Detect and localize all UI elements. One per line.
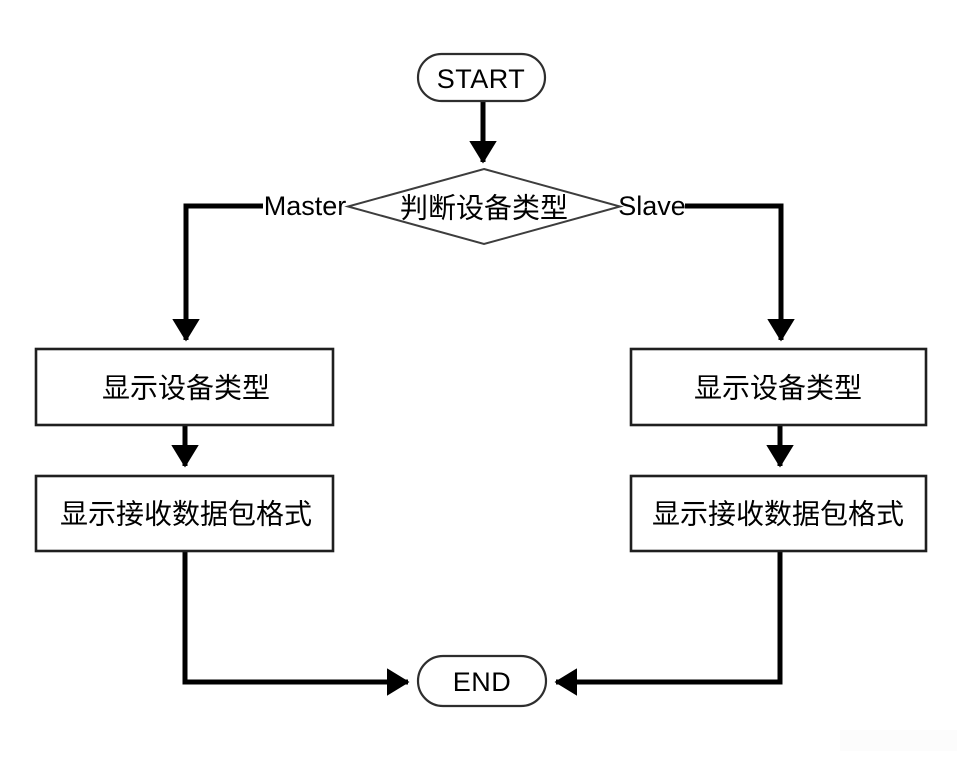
- node-right-step1: 显示设备类型: [629, 347, 928, 427]
- end-label: END: [453, 667, 512, 697]
- edge-left-step2-to-end: [182, 551, 410, 696]
- right-step2-label: 显示接收数据包格式: [652, 499, 904, 530]
- right-step2-box: [629, 474, 928, 553]
- node-end: END: [416, 654, 548, 708]
- branch-label-master: Master: [264, 191, 347, 221]
- left-step1-box: [34, 347, 335, 427]
- right-step1-box: [629, 347, 928, 427]
- left-step1-label: 显示设备类型: [102, 373, 270, 404]
- faint-watermark-area: [840, 730, 957, 751]
- decision-diamond-shape: [344, 167, 624, 246]
- edge-right-step2-to-end: [554, 551, 783, 696]
- start-label: START: [437, 64, 526, 94]
- left-step2-box: [34, 474, 335, 553]
- edge-decision-to-right-step1: [685, 203, 795, 342]
- node-left-step2: 显示接收数据包格式: [34, 474, 335, 553]
- node-start: START: [416, 52, 547, 103]
- node-decision: 判断设备类型: [344, 167, 624, 246]
- start-terminator-shape: [416, 52, 547, 103]
- node-right-step2: 显示接收数据包格式: [629, 474, 928, 553]
- decision-label: 判断设备类型: [400, 193, 568, 224]
- end-terminator-shape: [416, 654, 548, 708]
- node-left-step1: 显示设备类型: [34, 347, 335, 427]
- edge-decision-to-left-step1: [172, 203, 263, 342]
- right-step1-label: 显示设备类型: [694, 373, 862, 404]
- branch-label-slave: Slave: [618, 191, 686, 221]
- left-step2-label: 显示接收数据包格式: [60, 499, 312, 530]
